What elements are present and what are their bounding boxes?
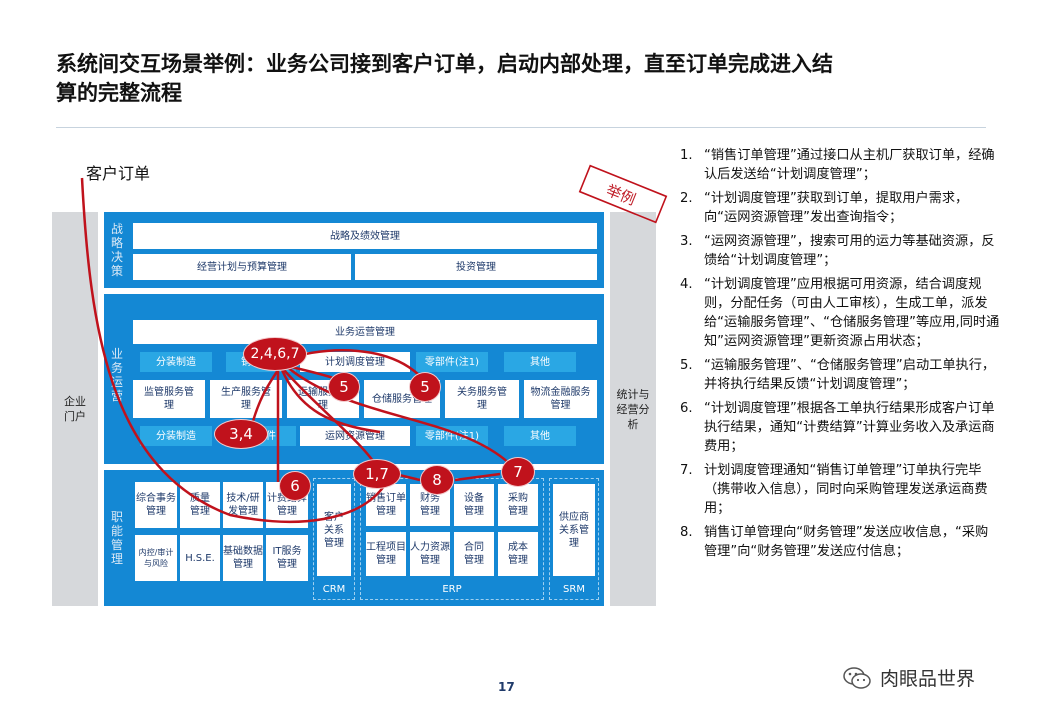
func-a-5: H.S.E.: [180, 535, 220, 581]
step-item: 5. “运输服务管理”、“仓储服务管理”启动工单执行，并将执行结果反馈“计划调度管…: [680, 356, 1000, 394]
strategy-layer-label: 战略决策: [110, 222, 123, 278]
func-a-6: 基础数据管理: [223, 535, 263, 581]
strategy-row-budget: 经营计划与预算管理: [133, 254, 351, 280]
biz-r3-0: 分装制造: [140, 426, 212, 446]
step-text: 计划调度管理通知“销售订单管理”订单执行完毕（携带收入信息），同时向采购管理发送…: [704, 463, 988, 516]
erp-2: 设备管理: [454, 484, 494, 526]
enterprise-portal-label: 企业门户: [64, 395, 86, 423]
step-number: 6.: [680, 401, 693, 416]
customer-order-label: 客户订单: [86, 164, 151, 183]
step-item: 6. “计划调度管理”根据各工单执行结果形成客户订单执行结果，通知“计费结算”计算…: [680, 399, 1000, 456]
strategy-row-invest: 投资管理: [355, 254, 597, 280]
flow-bubble: 3,4: [215, 420, 267, 448]
flow-bubble: 6: [280, 472, 310, 500]
func-a-7: IT服务管理: [266, 535, 308, 581]
example-stamp: [578, 164, 668, 224]
step-item: 8. 销售订单管理向“财务管理”发送应收信息，“采购管理”向“财务管理”发送应付信…: [680, 523, 1000, 561]
srm-label: SRM: [563, 583, 585, 595]
step-item: 7. 计划调度管理通知“销售订单管理”订单执行完毕（携带收入信息），同时向采购管理…: [680, 461, 1000, 518]
srm-item: 供应商关系管理: [553, 484, 595, 576]
biz-r2-0: 监管服务管理: [133, 380, 205, 418]
step-number: 8.: [680, 525, 693, 540]
func-a-4: 内控/审计与风险: [135, 535, 177, 581]
crm-label: CRM: [322, 583, 346, 595]
erp-6: 合同管理: [454, 532, 494, 576]
step-item: 2. “计划调度管理”获取到订单，提取用户需求，向“运网资源管理”发出查询指令；: [680, 189, 1000, 227]
step-number: 5.: [680, 358, 693, 373]
step-number: 7.: [680, 463, 693, 478]
business-layer-label: 业务运营: [110, 347, 123, 403]
flow-bubble: 2,4,6,7: [244, 338, 306, 370]
title-divider: [56, 127, 986, 128]
crm-group: [313, 478, 355, 600]
biz-r3-4: 其他: [504, 426, 576, 446]
flow-bubble: 5: [329, 373, 359, 401]
watermark-text: 肉眼品世界: [880, 668, 976, 690]
erp-5: 人力资源管理: [410, 532, 450, 576]
wechat-icon: [843, 666, 871, 689]
functional-layer-label: 职能管理: [110, 510, 123, 566]
step-text: 销售订单管理向“财务管理”发送应收信息，“采购管理”向“财务管理”发送应付信息；: [704, 525, 989, 559]
biz-r2-5: 物流金融服务管理: [524, 380, 597, 418]
step-item: 1. “销售订单管理”通过接口从主机厂获取订单，经确认后发送给“计划调度管理”；: [680, 146, 1000, 184]
biz-r2-4: 关务服务管理: [445, 380, 519, 418]
watermark: 肉眼品世界: [842, 664, 975, 691]
flow-line-to-purchase: [285, 365, 513, 467]
erp-0: 销售订单管理: [366, 484, 406, 526]
step-number: 1.: [680, 148, 693, 163]
flow-bubble: 5: [410, 373, 440, 401]
steps-list: 1.“销售订单管理”通过接口从主机厂获取订单，经确认后发送给“计划调度管理”； …: [680, 146, 1000, 566]
flow-bubble: 8: [421, 466, 453, 494]
flow-line-to-network: [280, 369, 381, 434]
biz-r3-2: 运网资源管理: [300, 426, 410, 446]
flow-line-to-sales: [283, 369, 380, 469]
statistics-analysis-panel: 统计与经营分析: [610, 212, 656, 606]
biz-r1-0: 分装制造: [140, 352, 212, 372]
biz-r1-4: 其他: [504, 352, 576, 372]
page-title: 系统间交互场景举例：业务公司接到客户订单，启动内部处理，直至订单完成进入结算的完…: [56, 52, 833, 105]
step-text: “运输服务管理”、“仓储服务管理”启动工单执行，并将执行结果反馈“计划调度管理”…: [704, 358, 996, 392]
step-item: 4. “计划调度管理”应用根据可用资源，结合调度规则，分配任务（可由人工审核），生…: [680, 275, 1000, 351]
step-text: “计划调度管理”应用根据可用资源，结合调度规则，分配任务（可由人工审核），生成工…: [704, 277, 1000, 349]
step-number: 3.: [680, 234, 693, 249]
biz-r1-3: 零部件(注1): [416, 352, 488, 372]
biz-r1-2: 计划调度管理: [300, 352, 410, 372]
step-text: “销售订单管理”通过接口从主机厂获取订单，经确认后发送给“计划调度管理”；: [704, 148, 995, 182]
step-text: “计划调度管理”根据各工单执行结果形成客户订单执行结果，通知“计费结算”计算业务…: [704, 401, 995, 454]
step-item: 3. “运网资源管理”，搜索可用的运力等基础资源，反馈给“计划调度管理”；: [680, 232, 1000, 270]
erp-label: ERP: [442, 583, 462, 595]
func-a-1: 质量管理: [180, 482, 220, 528]
strategy-row-perf: 战略及绩效管理: [133, 223, 597, 249]
step-number: 2.: [680, 191, 693, 206]
biz-r3-3: 零部件(注1): [416, 426, 488, 446]
page-number: 17: [498, 680, 515, 694]
business-header: 业务运营管理: [133, 320, 597, 344]
biz-r2-1: 生产服务管理: [210, 380, 282, 418]
flow-bubble: 7: [502, 458, 534, 486]
srm-group: [549, 478, 599, 600]
flow-bubble: 1,7: [354, 460, 400, 488]
flow-line-order-in: [80, 177, 386, 524]
erp-7: 成本管理: [498, 532, 538, 576]
erp-3: 采购管理: [498, 484, 538, 526]
flow-line-purchase-finance: [454, 472, 501, 482]
step-number: 4.: [680, 277, 693, 292]
func-a-0: 综合事务管理: [135, 482, 177, 528]
step-text: “运网资源管理”，搜索可用的运力等基础资源，反馈给“计划调度管理”；: [704, 234, 995, 268]
erp-4: 工程项目管理: [366, 532, 406, 576]
step-text: “计划调度管理”获取到订单，提取用户需求，向“运网资源管理”发出查询指令；: [704, 191, 969, 225]
statistics-analysis-label: 统计与经营分析: [616, 387, 650, 431]
